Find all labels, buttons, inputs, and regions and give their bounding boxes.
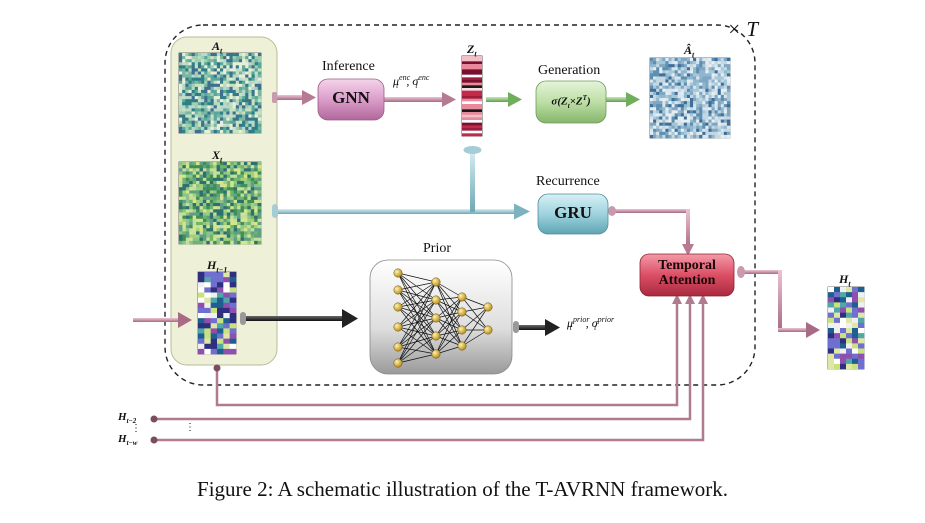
feature-label: Xt [212, 148, 223, 165]
gru-node [537, 193, 609, 235]
arrow-features-to-gru [272, 203, 530, 220]
network-node [431, 331, 441, 341]
enc-params: μenct, σenct [393, 73, 430, 91]
network-node [393, 358, 403, 368]
network-node [431, 295, 441, 305]
prior-network [393, 268, 493, 368]
history-dot-tw [150, 436, 158, 444]
history-dots-left: ⋮ [131, 423, 141, 434]
history-label-tw: Ht−w [118, 433, 138, 448]
generation-caption: Generation [538, 63, 601, 78]
network-node [393, 302, 403, 312]
arrow-attention-to-output [737, 266, 820, 338]
arrow-gnn-to-latent [384, 92, 456, 107]
gnn-node [317, 78, 385, 121]
network-node [483, 325, 493, 335]
arrow-latent-to-gru [463, 146, 482, 212]
prior-caption: Prior [423, 241, 451, 256]
reconstructed-label: Ât [684, 43, 695, 60]
output-matrix [827, 286, 865, 370]
hidden-prev-label: Ht−1 [207, 258, 228, 275]
adjacency-label: At [212, 39, 223, 56]
feature-heatmap [178, 161, 262, 245]
arrow-generation-to-reconstruction [606, 92, 640, 107]
temporal-attention-node [639, 253, 735, 297]
arrow-prior-to-params [513, 319, 560, 336]
history-dot-prev [213, 364, 221, 372]
history-lines [154, 302, 705, 442]
history-dot-t2 [150, 415, 158, 423]
network-node [457, 325, 467, 335]
repeat-label: × T [727, 17, 759, 41]
generation-node [535, 80, 607, 124]
prior-params: μpriort, σpriort [567, 315, 615, 333]
repeat-frame [164, 24, 756, 386]
generation-label: σ(Zt×ZT) [551, 94, 591, 110]
arrow-hidden-to-prior [240, 309, 358, 328]
gru-label: GRU [554, 203, 592, 222]
arrow-latent-to-generation [486, 92, 522, 107]
network-node [457, 341, 467, 351]
network-node [393, 342, 403, 352]
gru-caption: Recurrence [536, 174, 600, 189]
output-label: Ht [839, 272, 851, 289]
history-label-t2: Ht−2 [118, 411, 137, 426]
network-node [457, 292, 467, 302]
network-node [393, 322, 403, 332]
history-line-heads [672, 294, 708, 304]
arrow-gru-to-attention [608, 206, 694, 256]
gnn-label: GNN [332, 88, 370, 107]
arrow-adjacency-to-gnn [272, 90, 316, 105]
network-node [457, 307, 467, 317]
reconstructed-heatmap [649, 57, 731, 139]
network-node [393, 268, 403, 278]
adjacency-heatmap [178, 52, 262, 134]
latent-bar [461, 55, 483, 137]
network-node [431, 313, 441, 323]
latent-label: Zt [467, 42, 477, 59]
history-dots-mid: ⋮ [185, 422, 195, 433]
arrow-input-hidden [133, 312, 192, 328]
network-node [483, 302, 493, 312]
gnn-caption: Inference [322, 59, 375, 74]
hidden-prev-matrix [197, 271, 237, 355]
network-node [393, 285, 403, 295]
network-node [431, 277, 441, 287]
figure-caption: Figure 2: A schematic illustration of th… [197, 477, 728, 501]
network-node [431, 349, 441, 359]
